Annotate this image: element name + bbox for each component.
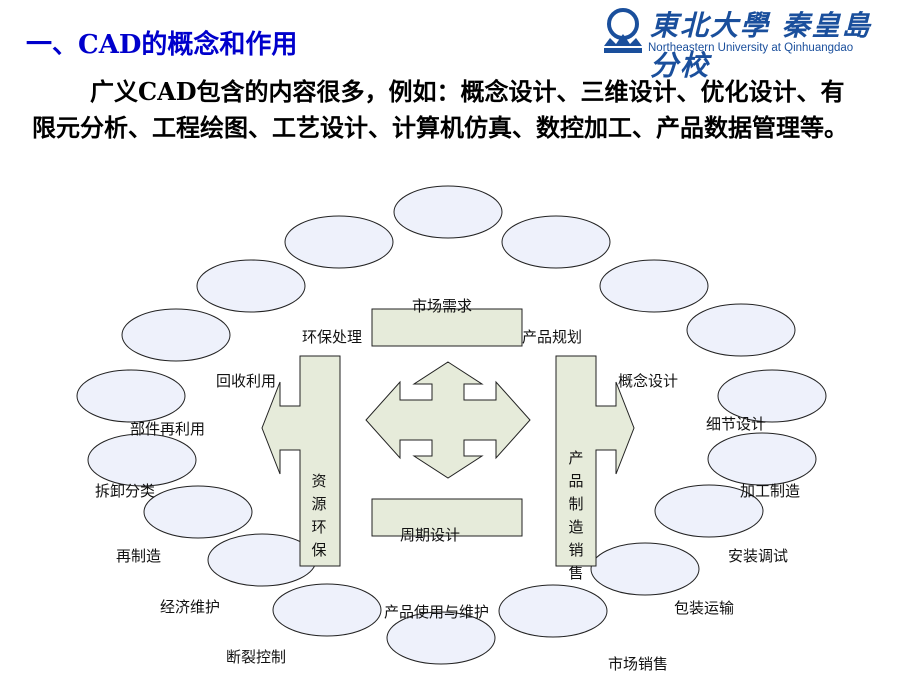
node-ellipse [143,485,253,539]
slide-title: 一、CAD的概念和作用 [26,30,298,60]
node-ellipse [386,611,496,665]
top-bar-shape [371,308,523,347]
university-emblem-icon [604,8,642,53]
label-concept-design: 概念设计 [618,372,679,390]
label-recycling: 回收利用 [216,372,277,390]
intro-paragraph: 广义CAD包含的内容很多，例如：概念设计、三维设计、优化设计、有限元分析、工程绘… [32,74,862,146]
label-installation: 安装调试 [728,547,789,565]
label-market-demand: 市场需求 [412,297,473,315]
node-ellipse [393,185,503,239]
bottom-bar-shape [371,498,523,537]
label-remanufacturing: 再制造 [116,547,162,565]
node-ellipse [654,484,764,538]
label-environmental: 环保处理 [302,328,363,346]
node-ellipse [686,303,796,357]
label-detail-design: 细节设计 [706,415,767,433]
logo-chinese-name: 東北大學 秦皇島分校 [650,9,872,82]
node-ellipse [717,369,827,423]
label-part-reuse: 部件再利用 [130,420,206,438]
intro-paragraph-text: 广义CAD包含的内容很多，例如：概念设计、三维设计、优化设计、有限元分析、工程绘… [32,77,848,142]
logo-english-name: Northeastern University at Qinhuangdao [648,42,854,54]
node-ellipse [707,432,817,486]
node-ellipse [590,542,700,596]
label-economic-maintenance: 经济维护 [160,598,221,616]
node-ellipse [272,583,382,637]
label-product-use: 产品使用与维护 [384,603,490,621]
label-machining: 加工制造 [740,482,801,500]
center-cross-arrow-shape [365,361,531,479]
label-product-manufacturing-sales: 产品制造销售 [568,449,584,582]
label-product-planning: 产品规划 [522,328,583,346]
label-disassembly: 拆卸分类 [95,482,156,500]
node-ellipse [196,259,306,313]
label-packaging: 包装运输 [674,599,735,617]
label-cycle-design: 周期设计 [400,526,461,544]
university-logo: 東北大學 秦皇島分校 Northeastern University at Qi… [600,4,890,82]
right-arrow-shape [555,355,635,567]
node-ellipse [76,369,186,423]
left-arrow-shape [261,355,341,567]
label-resource-environment: 资源环保 [311,472,327,559]
node-ellipse [87,433,197,487]
node-ellipse [121,308,231,362]
label-market-sales: 市场销售 [608,655,669,673]
node-ellipse [498,584,608,638]
node-ellipse [501,215,611,269]
node-ellipse [284,215,394,269]
node-ellipse [599,259,709,313]
label-fracture-control: 断裂控制 [226,648,287,666]
